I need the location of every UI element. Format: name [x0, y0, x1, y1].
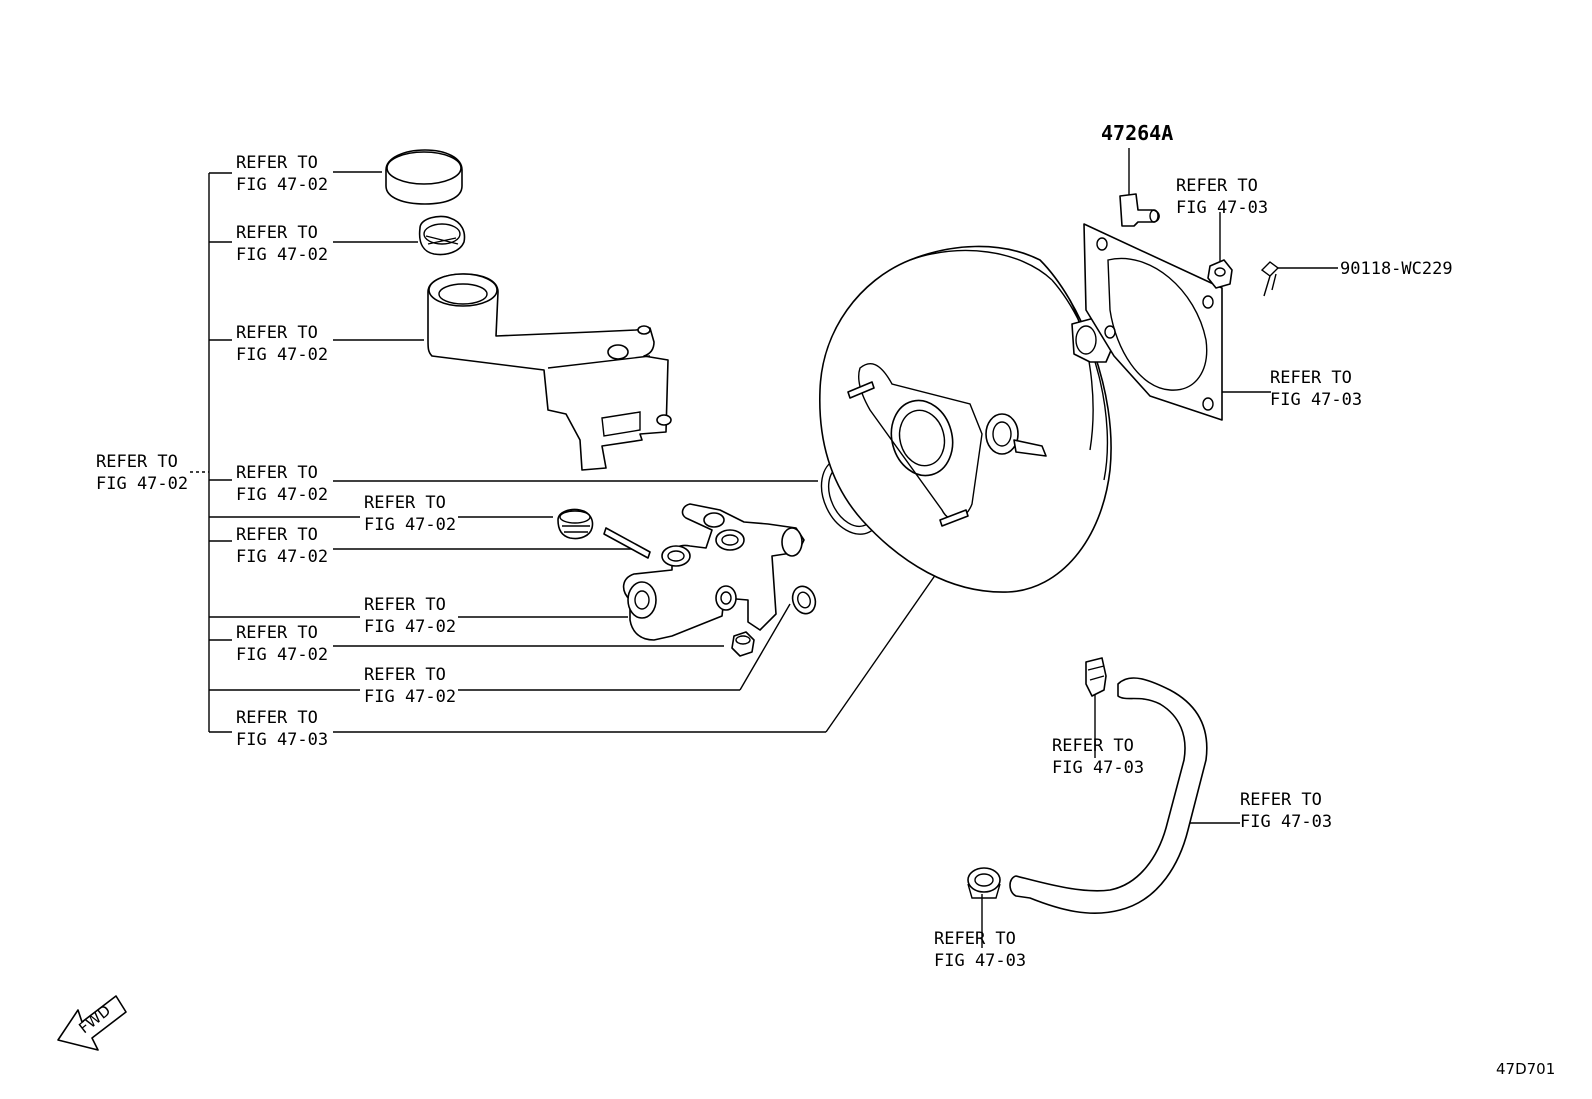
hose-clip-bottom-part [967, 867, 1001, 899]
ref-label-pin[interactable]: REFER TO FIG 47-02 [236, 525, 328, 567]
ref-line-1: REFER TO [236, 153, 318, 173]
ref-line-1: REFER TO [236, 525, 318, 545]
mc-gasket-part [791, 585, 817, 615]
booster-nut-part [1207, 259, 1233, 289]
vacuum-hose-part [1009, 677, 1208, 915]
ref-line-2: FIG 47-02 [236, 245, 328, 265]
leader-lines [190, 148, 1338, 948]
ref-line-2: FIG 47-03 [1176, 198, 1268, 218]
ref-line-2: FIG 47-02 [236, 485, 328, 505]
strainer-part [418, 215, 466, 256]
ref-label-nut-booster[interactable]: REFER TO FIG 47-03 [1176, 176, 1268, 218]
ref-line-2: FIG 47-02 [236, 645, 328, 665]
ref-line-2: FIG 47-03 [934, 951, 1026, 971]
ref-line-1: REFER TO [236, 463, 318, 483]
ref-label-strainer[interactable]: REFER TO FIG 47-02 [236, 223, 328, 265]
ref-label-booster[interactable]: REFER TO FIG 47-03 [236, 708, 328, 750]
ref-line-2: FIG 47-02 [96, 474, 188, 494]
part-number-90118-wc229[interactable]: 90118-WC229 [1340, 259, 1453, 279]
ref-line-1: REFER TO [1052, 736, 1134, 756]
fwd-arrow-icon: FWD [57, 995, 127, 1051]
ref-line-1: REFER TO [236, 223, 318, 243]
grommet-part [557, 508, 594, 540]
ref-line-2: FIG 47-03 [1052, 758, 1144, 778]
ref-label-group-left[interactable]: REFER TO FIG 47-02 [96, 452, 188, 494]
ref-line-1: REFER TO [934, 929, 1016, 949]
ref-line-1: REFER TO [364, 595, 446, 615]
ref-line-2: FIG 47-02 [236, 175, 328, 195]
ref-label-booster-gasket[interactable]: REFER TO FIG 47-03 [1270, 368, 1362, 410]
diagram-id: 47D701 [1496, 1060, 1555, 1078]
clip-part [1260, 261, 1280, 297]
pin-47264a-part [1119, 193, 1160, 227]
ref-label-master-cylinder[interactable]: REFER TO FIG 47-02 [364, 595, 456, 637]
ref-label-grommet[interactable]: REFER TO FIG 47-02 [364, 493, 456, 535]
ref-line-2: FIG 47-02 [364, 515, 456, 535]
ref-label-reservoir[interactable]: REFER TO FIG 47-02 [236, 323, 328, 365]
ref-label-reservoir-cap[interactable]: REFER TO FIG 47-02 [236, 153, 328, 195]
ref-line-2: FIG 47-02 [364, 617, 456, 637]
booster-gasket-part [1083, 223, 1223, 421]
ref-line-2: FIG 47-02 [236, 345, 328, 365]
ref-line-1: REFER TO [236, 708, 318, 728]
ref-label-hose-clip-bottom[interactable]: REFER TO FIG 47-03 [934, 929, 1026, 971]
reservoir-cap-part [385, 149, 463, 205]
part-number-47264a[interactable]: 47264A [1101, 121, 1173, 145]
ref-line-1: REFER TO [236, 623, 318, 643]
ref-label-vacuum-hose[interactable]: REFER TO FIG 47-03 [1240, 790, 1332, 832]
ref-line-1: REFER TO [364, 665, 446, 685]
ref-line-1: REFER TO [1240, 790, 1322, 810]
ref-label-o-ring[interactable]: REFER TO FIG 47-02 [236, 463, 328, 505]
pin-part [603, 527, 651, 559]
ref-line-1: REFER TO [364, 493, 446, 513]
ref-line-2: FIG 47-02 [236, 547, 328, 567]
hose-clip-top-part [1085, 657, 1107, 697]
ref-line-2: FIG 47-02 [364, 687, 456, 707]
ref-label-hose-clip-top[interactable]: REFER TO FIG 47-03 [1052, 736, 1144, 778]
ref-line-2: FIG 47-03 [1270, 390, 1362, 410]
ref-line-1: REFER TO [96, 452, 178, 472]
master-cylinder-part [622, 503, 805, 641]
mc-nut-part [731, 631, 755, 657]
ref-line-2: FIG 47-03 [236, 730, 328, 750]
ref-line-1: REFER TO [1270, 368, 1352, 388]
ref-label-nut-mc[interactable]: REFER TO FIG 47-02 [236, 623, 328, 665]
ref-label-gasket-mc[interactable]: REFER TO FIG 47-02 [364, 665, 456, 707]
ref-line-1: REFER TO [236, 323, 318, 343]
ref-line-1: REFER TO [1176, 176, 1258, 196]
reservoir-part [427, 273, 672, 471]
ref-line-2: FIG 47-03 [1240, 812, 1332, 832]
